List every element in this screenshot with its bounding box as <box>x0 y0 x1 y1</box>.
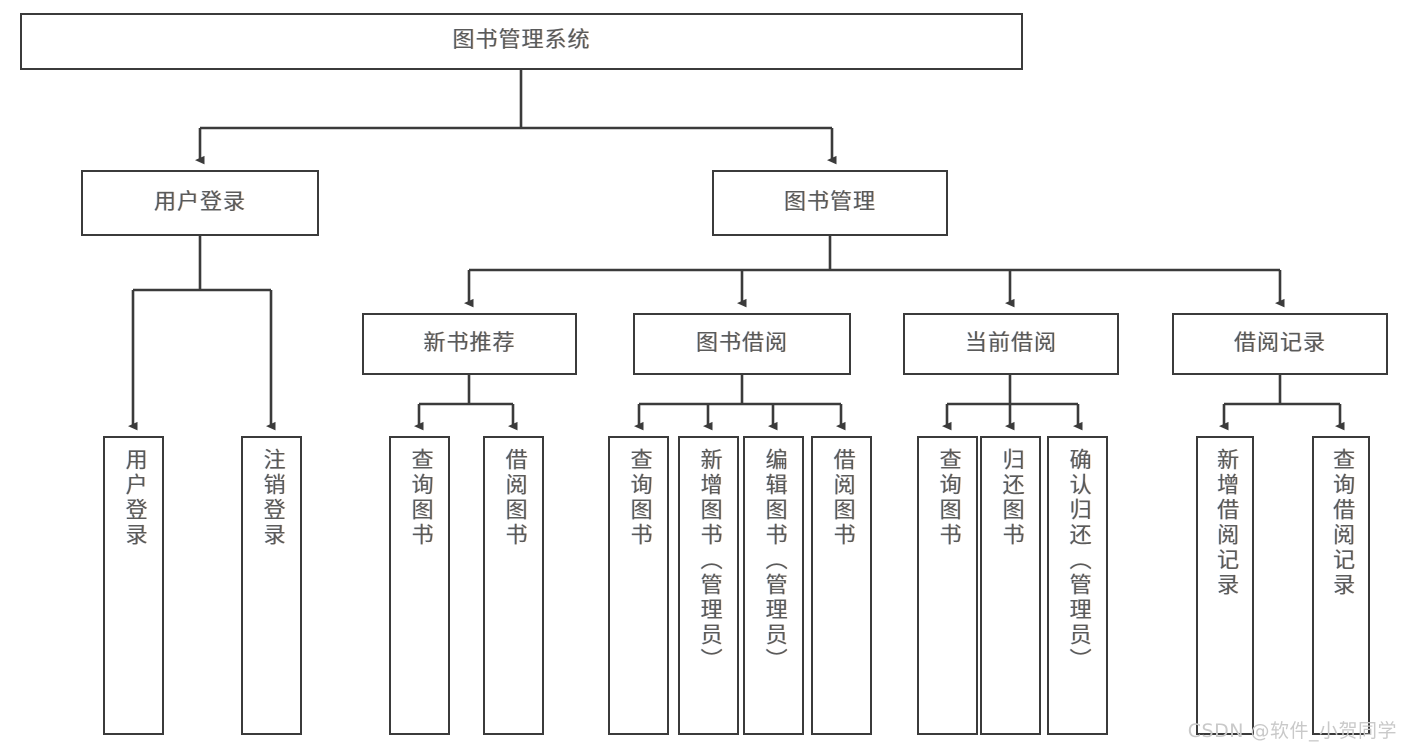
leaf-recommend-query-book[interactable]: 查询图书 <box>389 436 450 735</box>
leaf-user-login-login[interactable]: 用户登录 <box>103 436 164 735</box>
node-new-book-recommend[interactable]: 新书推荐 <box>362 313 577 375</box>
node-label: 借阅记录 <box>1233 330 1326 356</box>
leaf-recommend-borrow-book[interactable]: 借阅图书 <box>483 436 544 735</box>
leaf-borrow-edit-book[interactable]: 编辑图书（管理员） <box>743 436 804 735</box>
node-label: 新书推荐 <box>423 330 516 356</box>
node-user-login[interactable]: 用户登录 <box>81 170 319 236</box>
node-label: 用户登录 <box>121 448 147 548</box>
node-label: 新增图书（管理员） <box>696 448 722 673</box>
leaf-borrow-borrow-book[interactable]: 借阅图书 <box>811 436 872 735</box>
leaf-borrow-add-book[interactable]: 新增图书（管理员） <box>678 436 739 735</box>
node-label: 查询图书 <box>407 448 433 548</box>
node-label: 归还图书 <box>998 448 1024 548</box>
node-book-borrow[interactable]: 图书借阅 <box>633 313 851 375</box>
node-book-management[interactable]: 图书管理 <box>712 170 948 236</box>
leaf-record-query-record[interactable]: 查询借阅记录 <box>1312 436 1370 735</box>
node-label: 注销登录 <box>259 448 285 548</box>
node-label: 图书管理 <box>783 189 876 215</box>
node-label: 用户登录 <box>153 189 246 215</box>
node-root-system[interactable]: 图书管理系统 <box>20 13 1023 70</box>
node-label: 借阅图书 <box>501 448 527 548</box>
node-label: 当前借阅 <box>964 330 1057 356</box>
node-label: 查询图书 <box>626 448 652 548</box>
leaf-record-add-record[interactable]: 新增借阅记录 <box>1196 436 1254 735</box>
node-label: 图书管理系统 <box>452 28 591 54</box>
leaf-current-confirm-return[interactable]: 确认归还（管理员） <box>1047 436 1108 735</box>
node-label: 图书借阅 <box>695 330 788 356</box>
node-label: 确认归还（管理员） <box>1065 448 1091 673</box>
leaf-user-login-logout[interactable]: 注销登录 <box>241 436 302 735</box>
node-label: 编辑图书（管理员） <box>761 448 787 673</box>
node-label: 查询借阅记录 <box>1329 448 1355 598</box>
node-borrow-record[interactable]: 借阅记录 <box>1172 313 1388 375</box>
leaf-borrow-query-book[interactable]: 查询图书 <box>608 436 669 735</box>
leaf-current-return-book[interactable]: 归还图书 <box>980 436 1041 735</box>
watermark: CSDN @软件_小贺同学 <box>1187 720 1397 742</box>
node-current-borrow[interactable]: 当前借阅 <box>903 313 1119 375</box>
leaf-current-query-book[interactable]: 查询图书 <box>917 436 978 735</box>
node-label: 新增借阅记录 <box>1213 448 1239 598</box>
node-label: 查询图书 <box>935 448 961 548</box>
node-label: 借阅图书 <box>829 448 855 548</box>
